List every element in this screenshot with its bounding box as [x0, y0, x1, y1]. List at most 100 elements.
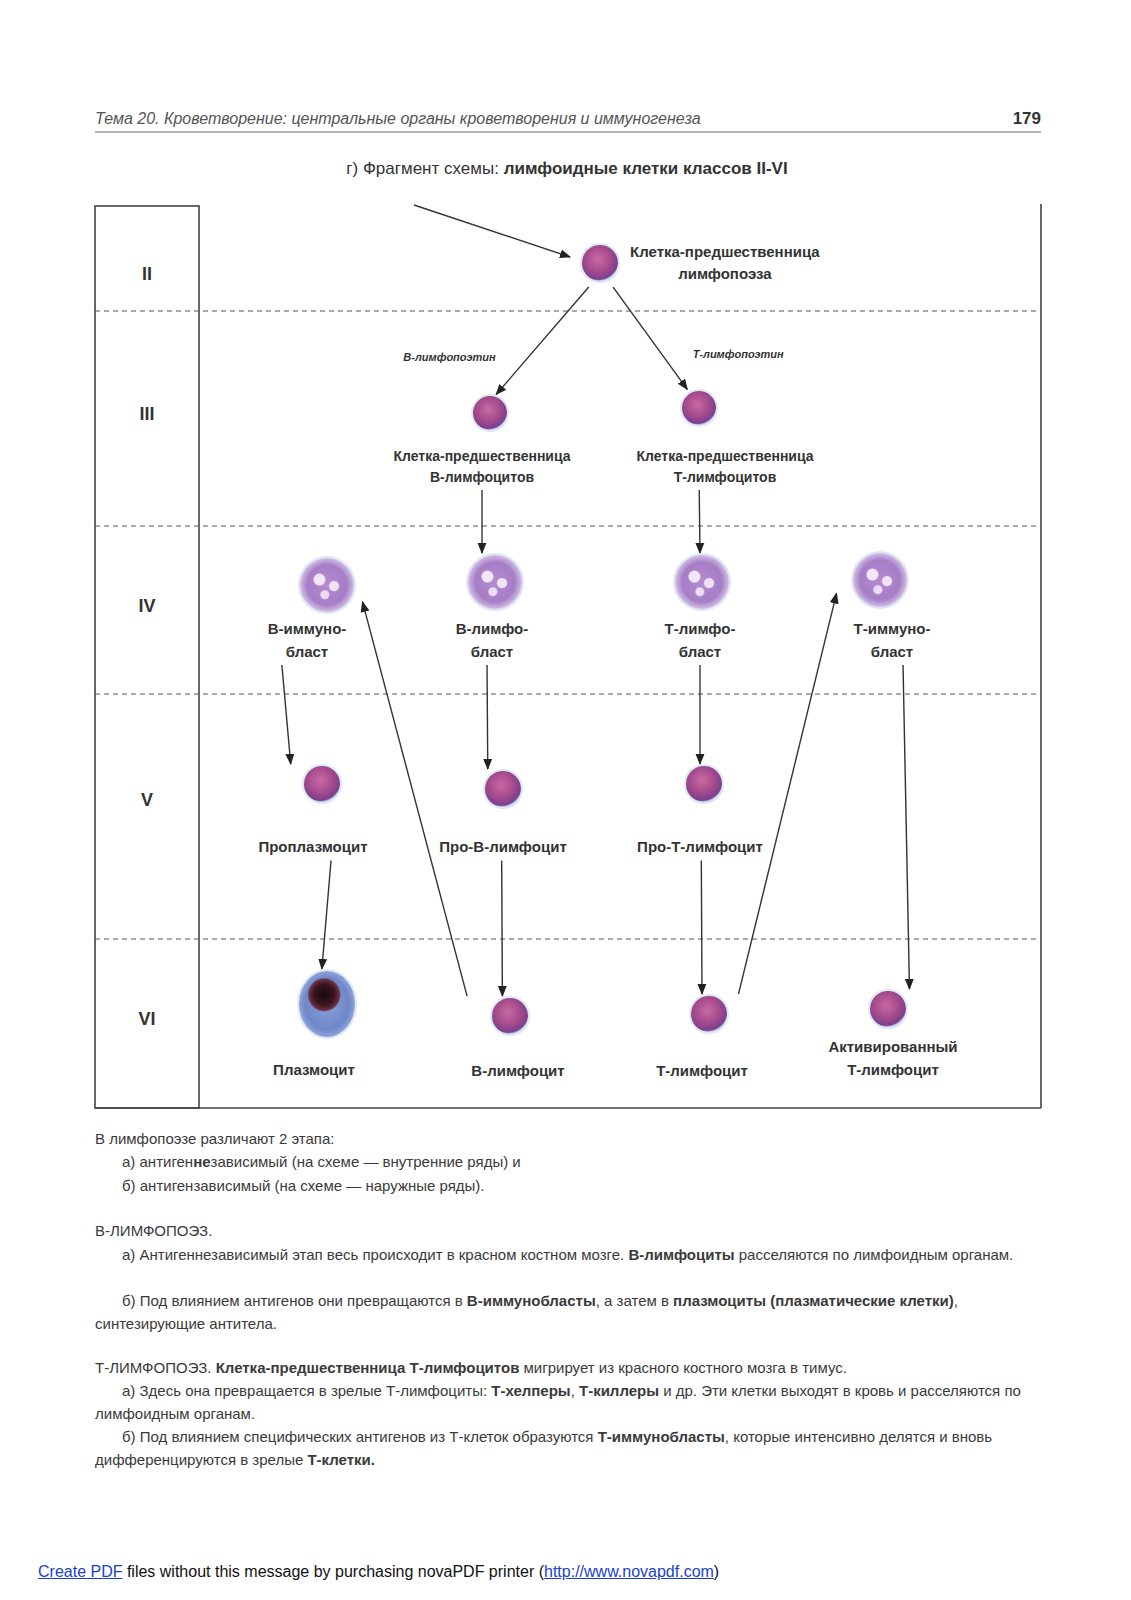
cell-node: В-лимфоцит [458, 998, 578, 1083]
plain-text: V [141, 790, 153, 810]
plain-text: а) антиген [122, 1153, 193, 1170]
cell-label: Про-Т-лимфоцит [637, 836, 763, 859]
cell-label: Клетка-предшественница В-лимфоцитов [393, 446, 570, 488]
blast-cell [853, 553, 907, 607]
blast-cell [300, 558, 354, 612]
table-border [1040, 204, 1042, 1108]
cell-label: Плазмоцит [273, 1059, 355, 1082]
arrow-connector [486, 665, 488, 769]
plain-text: IV [138, 596, 155, 616]
text-line: III [127, 404, 167, 425]
bold-text: Клетка-предшественница Т-лимфоцитов [216, 1359, 520, 1376]
lymphoid-cell [870, 991, 906, 1027]
plain-text: ) [714, 1563, 719, 1580]
bold-text: Т-иммунобласты [598, 1428, 725, 1445]
plain-text: а) Антигеннезависимый этап весь происход… [122, 1246, 628, 1263]
cell-label: Про-В-лимфоцит [439, 836, 566, 859]
class-column [95, 206, 199, 1108]
bold-text: не [193, 1153, 210, 1170]
edge-label: В-лимфопоэтин [401, 351, 497, 363]
link-text: http://www.novapdf.com [544, 1563, 714, 1580]
body-paragraph: а) Антигеннезависимый этап весь происход… [95, 1243, 1041, 1266]
plain-text: III [139, 404, 154, 424]
text-line: Create PDF files without this message by… [38, 1563, 719, 1581]
cell-label: Т-лимфо- бласт [665, 618, 736, 663]
plain-text: 179 [1013, 109, 1041, 128]
body-paragraph: Т-ЛИМФОПОЭЗ. Клетка-предшественница Т-ли… [95, 1356, 1041, 1379]
plain-text: Тема 20. Кроветворение: центральные орга… [95, 110, 701, 127]
cell-node: Активированный Т-лимфоцит [818, 991, 968, 1081]
plain-text: б) Под влиянием специфических антигенов … [122, 1428, 598, 1445]
cell-node: Плазмоцит [259, 971, 369, 1082]
arrow-connector [903, 665, 909, 989]
lymphoid-cell [691, 996, 727, 1032]
body-paragraph: В-ЛИМФОПОЭЗ. [95, 1219, 1041, 1242]
body-paragraph: а) антигеннезависимый (на схеме — внутре… [95, 1150, 1041, 1173]
cell-label: В-иммуно- бласт [268, 618, 347, 663]
lymphoid-cell [582, 245, 618, 281]
arrow-connector [699, 665, 700, 764]
cell-node: Про-В-лимфоцит [436, 771, 569, 859]
text-line: II [127, 264, 167, 285]
arrow-connector [282, 665, 291, 764]
blast-cell [468, 555, 522, 609]
row-divider [95, 311, 1041, 939]
cell-label: Активированный Т-лимфоцит [828, 1036, 957, 1081]
cell-node: Клетка-предшественница Т-лимфоцитов [618, 391, 833, 488]
link-text: Create PDF [38, 1563, 122, 1580]
plain-text: Т-ЛИМФОПОЭЗ. [95, 1359, 216, 1376]
lymphoid-cell [485, 771, 521, 807]
arrow-connector [738, 593, 836, 994]
cell-label: В-лимфоцит [471, 1060, 564, 1083]
plain-text: расселяются по лимфоидным органам. [735, 1246, 1014, 1263]
text-line: Тема 20. Кроветворение: центральные орга… [95, 110, 701, 128]
plain-text: В-ЛИМФОПОЭЗ. [95, 1222, 212, 1239]
bold-text: Т-киллеры [579, 1382, 659, 1399]
cell-node: В-лимфо- бласт [442, 555, 542, 663]
blast-cell [675, 555, 729, 609]
arrow-connector [613, 287, 687, 389]
plain-text: зависимый (на схеме — внутренние ряды) и [211, 1153, 521, 1170]
body-paragraph: В лимфопоэзе различают 2 этапа: [95, 1127, 1041, 1150]
plain-text: б) антигензависимый (на схеме — наружные… [122, 1177, 485, 1194]
body-paragraph: б) антигензависимый (на схеме — наружные… [95, 1174, 1041, 1197]
plain-text: г) Фрагмент схемы: [346, 159, 503, 178]
lymphoid-cell [682, 391, 716, 425]
cell-node: Про-Т-лимфоцит [634, 766, 766, 859]
cell-node: Проплазмоцит [248, 766, 378, 859]
arrow-connector [363, 602, 468, 996]
arrow-connector [481, 490, 482, 553]
cell-label: Проплазмоцит [258, 836, 367, 859]
arrow-connector [496, 287, 589, 394]
body-paragraph: а) Здесь она превращается в зрелые Т-лим… [95, 1379, 1041, 1425]
bold-text: плазмоциты (плазматические клетки) [673, 1292, 954, 1309]
bold-text: лимфоидные клетки классов II-VI [504, 159, 788, 178]
plain-text: мигрирует из красного костного мозга в т… [519, 1359, 847, 1376]
arrow-connector [701, 861, 703, 995]
cell-label: Т-лимфоцит [656, 1060, 748, 1083]
text-line: V [127, 790, 167, 811]
plain-text: В лимфопоэзе различают 2 этапа: [95, 1130, 334, 1147]
cell-node: Т-лимфоцит [642, 996, 762, 1083]
bold-text: Т-клетки. [307, 1451, 375, 1468]
body-paragraph: б) Под влиянием антигенов они превращают… [95, 1289, 1041, 1335]
lymphoid-cell [304, 766, 340, 802]
lymphoid-cell [492, 998, 528, 1034]
cell-node: Т-лимфо- бласт [650, 555, 750, 663]
body-paragraph: б) Под влиянием специфических антигенов … [95, 1425, 1041, 1471]
cell-node: Клетка-предшественница лимфопоэза [582, 241, 820, 286]
plain-text: а) Здесь она превращается в зрелые Т-лим… [122, 1382, 491, 1399]
plain-text: files without this message by purchasing… [122, 1563, 544, 1580]
cell-node: Клетка-предшественница В-лимфоцитов [375, 396, 590, 488]
cell-label: Клетка-предшественница Т-лимфоцитов [636, 446, 813, 488]
plain-text: , а затем в [596, 1292, 673, 1309]
table-border [95, 1107, 1041, 1109]
cell-label: В-лимфо- бласт [456, 618, 529, 663]
edge-label: Т-лимфопоэтин [691, 348, 786, 360]
arrow-connector [322, 860, 331, 969]
cell-label: Т-иммуно- бласт [854, 618, 931, 663]
text-line: г) Фрагмент схемы: лимфоидные клетки кла… [200, 159, 934, 179]
plain-text: , [571, 1382, 579, 1399]
header-rule [95, 132, 1041, 133]
